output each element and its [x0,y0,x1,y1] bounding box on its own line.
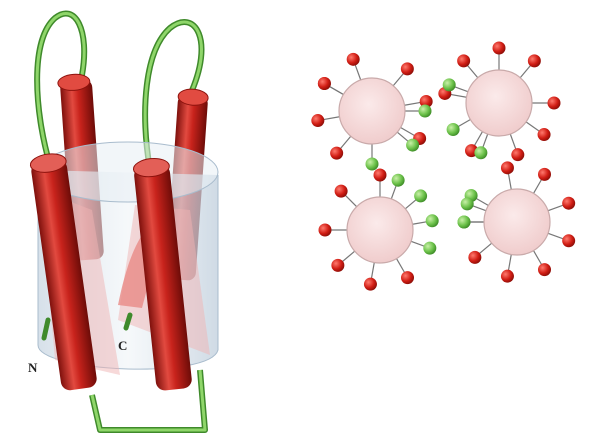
nonpolar-head [419,105,432,118]
core-bottom-left [319,169,439,291]
polar-head [501,270,514,283]
core-sphere [466,70,532,136]
n-terminus-label: N [28,360,38,375]
nonpolar-head [406,139,419,152]
core-top-left [311,53,432,171]
polar-head [457,54,470,67]
core-top-right [438,42,560,162]
polar-head [330,147,343,160]
nonpolar-head [414,189,427,202]
polar-head [401,271,414,284]
polar-head [311,114,324,127]
core-sphere [484,189,550,255]
polar-head [318,77,331,90]
helix-bundle: N C [28,13,218,430]
polar-head [501,161,514,174]
nonpolar-head [423,242,436,255]
nonpolar-head [426,214,439,227]
polar-head [548,97,561,110]
polar-head [364,278,377,291]
polar-head [538,168,551,181]
polar-head [331,259,344,272]
polar-head [562,197,575,210]
nonpolar-head [392,174,405,187]
core-sphere [347,197,413,263]
nonpolar-head [443,78,456,91]
polar-head [374,169,387,182]
polar-head [538,263,551,276]
polar-head [493,42,506,55]
nonpolar-head [458,216,471,229]
polar-head [347,53,360,66]
nonpolar-head [366,158,379,171]
core-bottom-right [458,161,576,282]
polar-head [319,224,332,237]
c-terminus-label: C [118,338,127,353]
nonpolar-head [447,123,460,136]
polar-head [468,251,481,264]
core-sphere [339,78,405,144]
polar-head [538,128,551,141]
nonpolar-head [461,197,474,210]
micelle-cluster [311,42,575,291]
polar-head [528,54,541,67]
polar-head [335,185,348,198]
nonpolar-head [474,146,487,159]
polar-head [511,148,524,161]
polar-head [401,62,414,75]
polar-head [562,234,575,247]
